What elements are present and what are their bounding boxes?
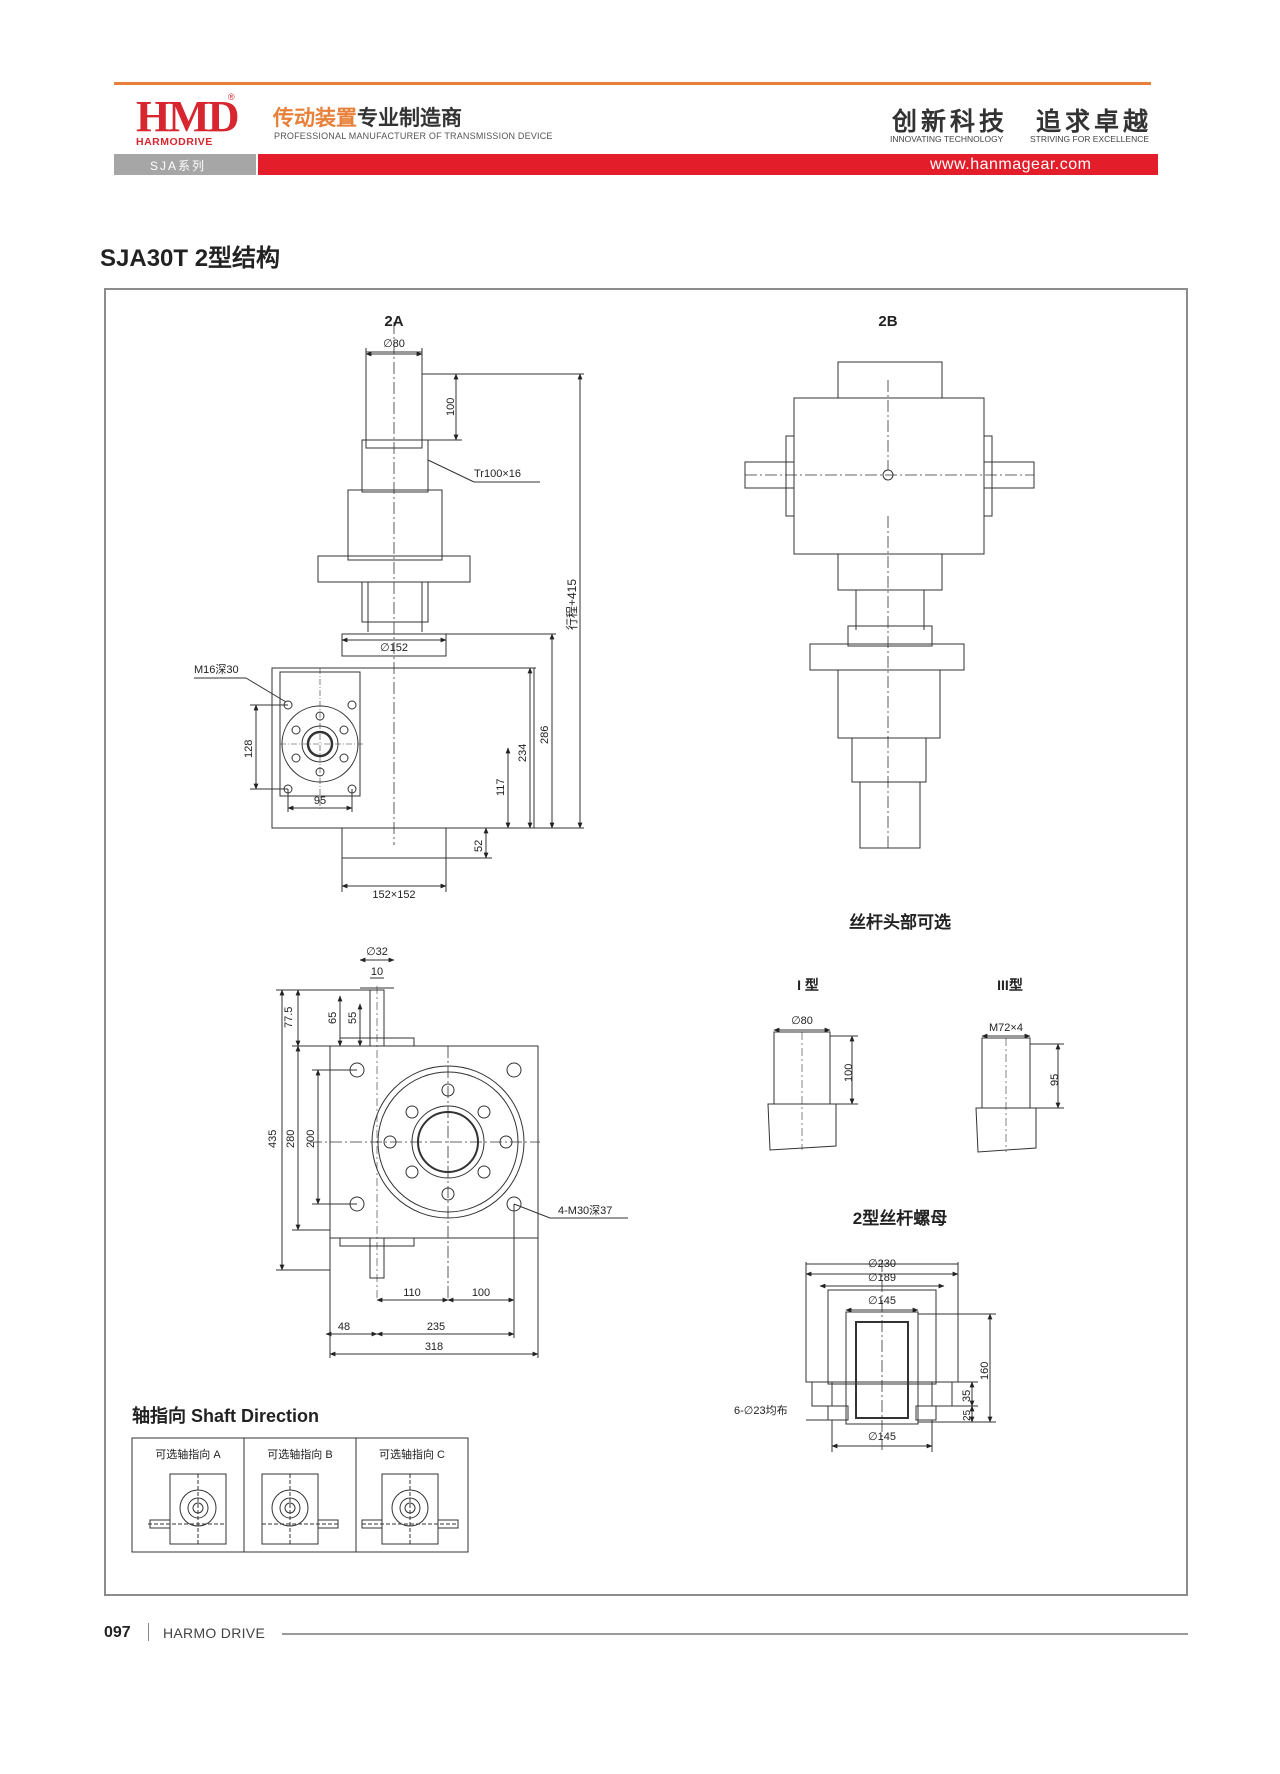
dim-d32: ∅32: [366, 946, 388, 958]
shaft-option-b-icon: [261, 1473, 339, 1545]
shaft-direction-table: [131, 1437, 469, 1553]
shaft-option-a: 可选轴指向 A: [155, 1447, 221, 1461]
screw-sleeve: [347, 489, 443, 561]
dim-234: 234: [517, 744, 529, 762]
dim-95: 95: [314, 795, 326, 807]
dim-200: 200: [305, 1130, 317, 1148]
company-logo-subtitle: HARMODRIVE: [136, 136, 213, 148]
dim-318: 318: [425, 1341, 443, 1353]
type1-label: I 型: [797, 977, 819, 993]
dim-55: 55: [347, 1012, 359, 1024]
type1-drawing: [767, 1027, 858, 1151]
page-title: SJA30T 2型结构: [100, 245, 281, 272]
header-red-bar: [258, 154, 1158, 175]
dim-52: 52: [473, 840, 485, 852]
motto-innovating-en: INNOVATING TECHNOLOGY: [890, 134, 1004, 144]
header-rule: [114, 82, 1151, 85]
upper-boss: [837, 361, 943, 399]
type3-label: III型: [997, 977, 1023, 993]
nut-d35: 35: [961, 1390, 973, 1402]
holes-label: 4-M30深37: [558, 1204, 612, 1217]
type3-thread: M72×4: [989, 1022, 1023, 1034]
dim-10: 10: [371, 966, 383, 978]
gearbox-body-side: [793, 397, 985, 555]
dim-235: 235: [427, 1321, 445, 1333]
type1-d100: 100: [843, 1064, 855, 1082]
nut-d145-bottom: ∅145: [868, 1431, 896, 1443]
page-number: 097: [104, 1624, 131, 1641]
dim-48: 48: [338, 1321, 350, 1333]
shaft-option-c: 可选轴指向 C: [379, 1447, 445, 1461]
dim-435: 435: [267, 1130, 279, 1148]
website-link[interactable]: www.hanmagear.com: [930, 156, 1092, 173]
nut-d145-top: ∅145: [868, 1295, 896, 1307]
dim-d152: ∅152: [380, 642, 408, 654]
dim-110: 110: [403, 1287, 421, 1299]
shaft-option-a-icon: [148, 1473, 227, 1545]
top-view: [276, 957, 628, 1358]
nut-holes-label: 6-∅23均布: [734, 1404, 788, 1417]
company-logo: HMD: [136, 92, 240, 141]
slogan-cn: 传动装置专业制造商: [273, 102, 462, 132]
slogan-cn-accent: 传动装置: [273, 107, 357, 130]
dim-base: 152×152: [372, 889, 415, 901]
slogan-cn-rest: 专业制造商: [357, 107, 462, 130]
registered-mark: ®: [228, 92, 235, 102]
dim-117: 117: [495, 778, 507, 796]
tap-label: M16深30: [194, 663, 239, 676]
nut-heading: 2型丝杆螺母: [853, 1208, 947, 1228]
stroke-label: 行程+415: [564, 579, 579, 630]
motto-innovating: 创新科技: [892, 107, 1009, 136]
dim-280: 280: [285, 1130, 297, 1148]
view-2a: [194, 322, 584, 892]
lower-boss: [837, 553, 943, 591]
view-2b-label: 2B: [878, 313, 897, 330]
dim-128: 128: [243, 740, 255, 758]
motto-striving-en: STRIVING FOR EXCELLENCE: [1030, 134, 1150, 144]
dim-286: 286: [539, 726, 551, 744]
screw-head-side: [859, 781, 921, 849]
type1-d80: ∅80: [791, 1015, 813, 1027]
nut-d160: 160: [979, 1362, 991, 1380]
series-label: SJA系列: [150, 159, 207, 173]
drawing-frame: [104, 288, 1188, 1596]
dim-65: 65: [327, 1012, 339, 1024]
nut-d189: ∅189: [868, 1272, 896, 1284]
footer-brand: HARMO DRIVE: [163, 1625, 266, 1641]
view-2a-label: 2A: [384, 313, 403, 330]
shaft-option-c-icon: [361, 1473, 459, 1545]
type3-drawing: [975, 1033, 1064, 1153]
footer-rule: [282, 1633, 1188, 1635]
slogan-en: PROFESSIONAL MANUFACTURER OF TRANSMISSIO…: [274, 131, 553, 141]
shaft-option-b: 可选轴指向 B: [267, 1447, 332, 1461]
nut-flange-side: [809, 643, 965, 671]
motto-striving: 追求卓越: [1036, 107, 1153, 136]
flange-face: [279, 668, 364, 810]
dim-d80: ∅80: [383, 338, 405, 350]
gearbox-body: [271, 667, 535, 829]
type3-d95: 95: [1049, 1074, 1061, 1086]
options-heading: 丝杆头部可选: [849, 912, 951, 932]
view-2b: [744, 361, 1035, 849]
screw-collar: [361, 439, 429, 493]
nut-d25: 25: [962, 1409, 973, 1421]
shaft-direction-heading: 轴指向 Shaft Direction: [132, 1405, 319, 1426]
footer-separator: [148, 1623, 149, 1641]
dim-100: 100: [445, 398, 457, 416]
dim-100-top: 100: [472, 1287, 490, 1299]
nut-sleeve-side: [837, 669, 941, 739]
nut-drawing: [805, 1260, 996, 1452]
series-bar: [114, 154, 256, 175]
thread-label: Tr100×16: [474, 468, 521, 480]
screw-neck: [361, 581, 429, 623]
dim-77-5: 77.5: [283, 1007, 295, 1028]
nut-d230: ∅230: [868, 1258, 896, 1270]
